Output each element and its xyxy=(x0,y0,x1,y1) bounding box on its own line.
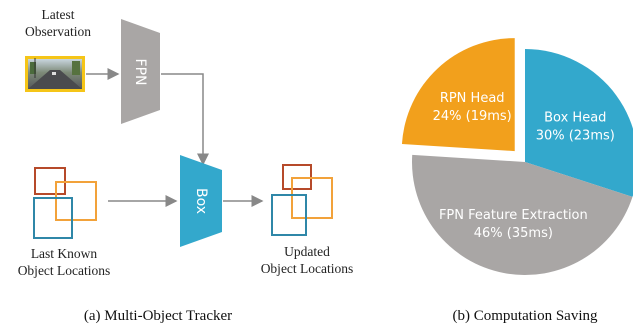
pie-chart: Box Head 30% (23ms) FPN Feature Extraction… xyxy=(401,38,633,275)
box-label: Box xyxy=(193,188,209,214)
pie-slice-value: 30% (23ms) xyxy=(536,128,615,143)
caption-a: (a) Multi-Object Tracker xyxy=(84,308,232,324)
pie-slice-box-head xyxy=(525,49,633,197)
updated-line2: Object Locations xyxy=(261,261,354,276)
pie-slice-rpn-head xyxy=(401,38,515,152)
panel-a: Latest Observation FPN Box Last Known xyxy=(18,7,354,324)
fpn-label: FPN xyxy=(132,59,148,86)
pie-slice-label: Box Head xyxy=(544,110,606,125)
pie-slice-fpn-feature-extraction xyxy=(412,154,633,275)
observation-image xyxy=(25,56,85,92)
input-label-line1: Latest xyxy=(42,7,75,22)
pie-slice-value: 24% (19ms) xyxy=(433,109,512,124)
last-known-line2: Object Locations xyxy=(18,263,111,278)
fpn-block xyxy=(121,19,160,124)
arrow-fpn-to-box xyxy=(161,73,209,166)
input-label-line2: Observation xyxy=(25,24,91,39)
updated-boxes xyxy=(271,164,333,236)
caption-b: (b) Computation Saving xyxy=(453,308,598,324)
pie-slice-label: FPN Feature Extraction xyxy=(439,208,588,223)
last-known-line1: Last Known xyxy=(31,246,98,261)
box-block xyxy=(180,155,222,247)
pie-slice-label: RPN Head xyxy=(440,91,505,106)
last-known-boxes xyxy=(33,167,97,239)
updated-line1: Updated xyxy=(284,244,330,259)
pie-slice-value: 46% (35ms) xyxy=(474,226,553,241)
